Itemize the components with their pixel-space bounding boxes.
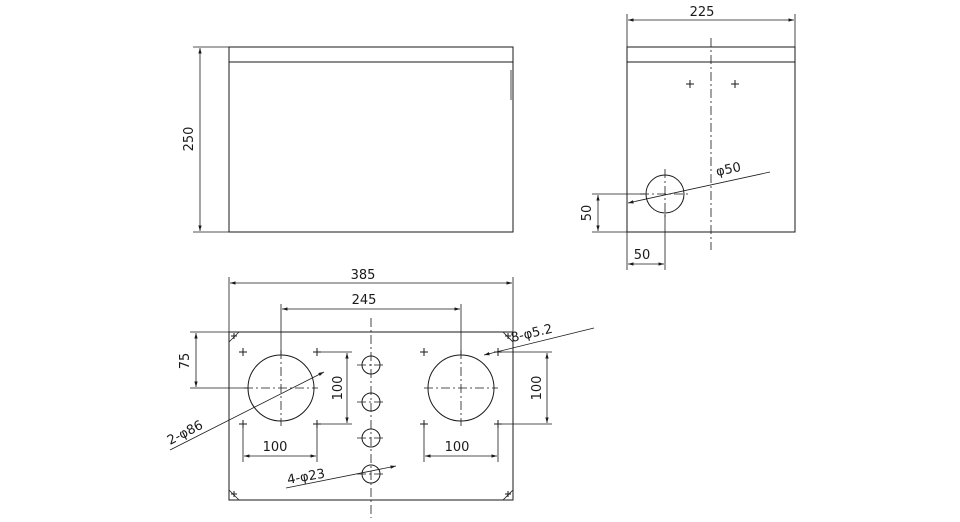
left-bolt-spacing-dim: 100 xyxy=(263,440,288,455)
bolt-holes-leader xyxy=(483,327,595,356)
corner-screw-mark xyxy=(505,491,511,497)
right-bolt-spacing-dim: 100 xyxy=(445,440,470,455)
front-view: 250 xyxy=(182,46,514,233)
large-hole-offset-dim: 75 xyxy=(178,353,193,370)
side-hole-y-dim: 50 xyxy=(580,205,595,222)
bolt-hole-mark xyxy=(313,348,321,356)
side-screw-mark xyxy=(731,80,739,88)
front-height-dim: 250 xyxy=(182,127,197,152)
overall-width-dim: 385 xyxy=(351,268,376,283)
top-view: 385 245 75 2-φ86 100 100 100 100 xyxy=(165,268,595,518)
bolt-hole-mark xyxy=(420,348,428,356)
corner-screw-mark xyxy=(231,491,237,497)
side-hole-leader xyxy=(627,171,771,204)
bolt-holes-label: 8-φ5.2 xyxy=(510,322,555,346)
large-hole-spacing-dim: 245 xyxy=(352,293,377,308)
bolt-hole-mark xyxy=(239,348,247,356)
large-holes-leader xyxy=(169,371,325,451)
side-hole-dim: φ50 xyxy=(715,160,743,180)
front-outline xyxy=(228,46,514,233)
side-width-dim: 225 xyxy=(690,5,715,20)
large-holes-label: 2-φ86 xyxy=(165,418,206,449)
bolt-vertical-spacing-dim: 100 xyxy=(530,376,545,401)
small-holes-label: 4-φ23 xyxy=(286,467,326,488)
side-view: 225 φ50 50 50 xyxy=(580,5,796,270)
side-hole-x-dim: 50 xyxy=(634,248,651,263)
corner-screw-mark xyxy=(505,333,511,339)
corner-screw-mark xyxy=(231,333,237,339)
small-holes-leader xyxy=(285,465,397,489)
side-screw-mark xyxy=(686,80,694,88)
center-vertical-dim: 100 xyxy=(331,376,346,401)
